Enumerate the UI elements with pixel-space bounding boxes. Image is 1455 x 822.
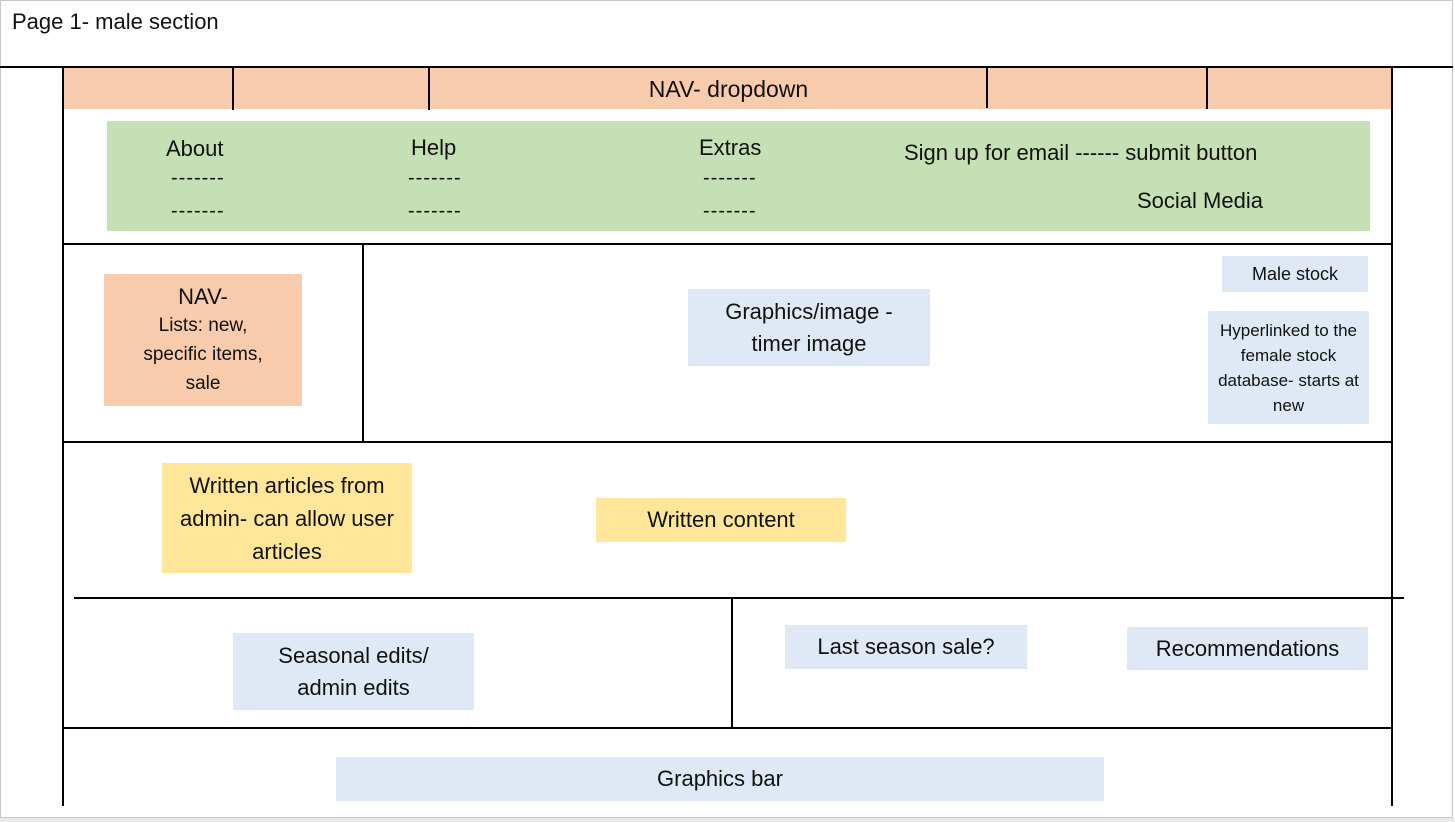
hero-graphic-label: Graphics/image -timer image [725,298,893,356]
help-link[interactable]: Help [411,135,457,160]
about-placeholder: ------- [171,200,225,222]
links-bar [107,121,1370,231]
about-placeholder: ------- [171,167,225,189]
section-divider [62,727,1393,729]
written-content-label: Written content [647,507,795,532]
female-stock-link: Hyperlinked to the female stock database… [1218,320,1359,415]
section-divider [62,441,1393,443]
articles-box: Written articles from admin- can allow u… [162,463,412,573]
extras-link[interactable]: Extras [699,135,762,160]
section-divider [74,597,1404,599]
side-nav-box[interactable]: NAV- Lists: new, specific items, sale [104,274,302,406]
top-divider [0,66,1453,68]
last-season-sale-label: Last season sale? [817,634,995,659]
section-divider [62,243,1393,245]
graphics-bar: Graphics bar [336,757,1104,801]
male-stock-box[interactable]: Male stock [1222,256,1368,292]
social-media-link[interactable]: Social Media [1137,188,1263,213]
canvas-bottom-strip [0,818,1455,822]
male-stock-label: Male stock [1251,263,1339,284]
seasonal-edits-label: Seasonal edits/ admin edits [278,642,429,700]
top-nav-bar[interactable]: NAV- dropdown [64,67,1393,109]
top-nav-divider [986,66,988,108]
page-right-border [1391,66,1393,806]
page-title: Page 1- male section [12,9,219,34]
female-stock-link-box[interactable]: Hyperlinked to the female stock database… [1208,311,1369,424]
side-nav-title: NAV- [178,284,228,309]
extras-placeholder: ------- [703,167,757,189]
written-content-box: Written content [596,498,846,542]
top-nav-divider [232,67,234,110]
graphics-bar-label: Graphics bar [657,766,783,791]
recommendations-box[interactable]: Recommendations [1127,627,1368,670]
seasonal-edits-box: Seasonal edits/ admin edits [233,633,474,710]
top-nav-label: NAV- dropdown [648,76,809,102]
column-divider [731,598,733,729]
help-placeholder: ------- [408,200,462,222]
extras-placeholder: ------- [703,200,757,222]
page-left-border [62,66,64,806]
top-nav-divider [428,67,430,110]
help-placeholder: ------- [408,167,462,189]
email-signup[interactable]: Sign up for email ------ submit button [904,140,1258,165]
side-nav-lists: Lists: new, specific items, sale [143,315,263,394]
articles-label: Written articles from admin- can allow u… [180,472,394,564]
recommendations-label: Recommendations [1155,635,1340,661]
hero-graphic-box: Graphics/image -timer image [688,289,930,366]
top-nav-divider [1206,66,1208,109]
column-divider [362,245,364,443]
last-season-sale-box[interactable]: Last season sale? [785,625,1027,669]
about-link[interactable]: About [166,136,224,161]
